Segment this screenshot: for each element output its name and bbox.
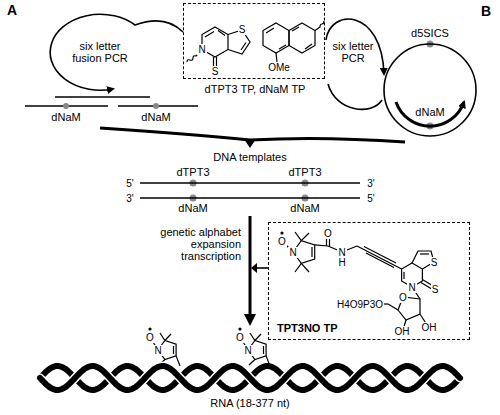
text-label: dTPT3 <box>175 166 210 178</box>
nitroxide-labels <box>148 327 270 366</box>
text-label: genetic alphabet expansion transcription <box>140 226 242 262</box>
atom-label: S <box>431 284 440 295</box>
panel-letter: B <box>480 4 492 19</box>
radical-dot <box>280 231 283 234</box>
tpt3no-structure <box>282 232 434 330</box>
base-dots <box>63 41 434 202</box>
dashed-box: dTPT3 TP, dNaM TP <box>183 3 325 79</box>
text-label: dNaM <box>177 202 208 214</box>
atom-label: N <box>243 345 252 356</box>
atom-label: O <box>323 228 333 239</box>
atom-label: H <box>337 257 346 268</box>
atom-label: 5' <box>125 178 134 189</box>
pcr-loops <box>50 14 384 109</box>
text-label: dNaM <box>140 111 171 123</box>
fusion-pcr-arrow <box>50 14 183 90</box>
atom-label: S <box>430 257 439 268</box>
text-label: RNA (18-377 nt) <box>209 397 290 409</box>
pcr-arrow <box>326 19 384 74</box>
node-label: dTPT3 TP, dNaM TP <box>205 83 306 95</box>
text-label: six letter fusion PCR <box>67 40 133 64</box>
atom-label: O <box>145 332 155 343</box>
dna-template <box>140 183 360 198</box>
atom-label: O <box>235 332 245 343</box>
plasmid <box>384 44 476 136</box>
text-label: DNA templates <box>212 151 287 163</box>
text-label: d5SICS <box>410 27 450 39</box>
atom-label: 3' <box>125 193 134 204</box>
arrowheads <box>244 139 257 326</box>
rna-helix <box>40 366 460 390</box>
text-label: dNaM <box>50 111 81 123</box>
dna-fragments <box>25 97 198 106</box>
pcr-loop <box>328 84 382 109</box>
node-label: TPT3NO TP <box>277 322 338 334</box>
atom-label: N <box>197 44 206 55</box>
atom-label: S <box>238 24 247 35</box>
text-label: dNaM <box>414 106 445 118</box>
text-label: dTPT3 <box>287 166 322 178</box>
atom-label: OH <box>394 326 411 337</box>
atom-label: 3' <box>366 178 375 189</box>
dashed-box: TPT3NO TP <box>268 222 470 340</box>
atom-label: O <box>277 236 287 247</box>
nam-structure <box>263 21 324 62</box>
atom-label: N <box>288 247 297 258</box>
atom-label: OMe <box>267 62 291 73</box>
rna-strand <box>40 366 460 390</box>
atom-label: H4O9P3O <box>336 299 384 310</box>
panel-letter: A <box>6 3 18 18</box>
atom-label: O <box>398 292 408 303</box>
rna-strand <box>40 366 460 390</box>
atom-label: N <box>407 282 416 293</box>
atom-label: OH <box>421 322 438 333</box>
atom-label: S <box>211 66 220 77</box>
atom-label: N <box>153 345 162 356</box>
rna-strand <box>40 366 460 390</box>
text-label: six letter PCR <box>326 40 380 64</box>
atom-label: 5' <box>366 193 375 204</box>
text-label: dNaM <box>289 202 320 214</box>
